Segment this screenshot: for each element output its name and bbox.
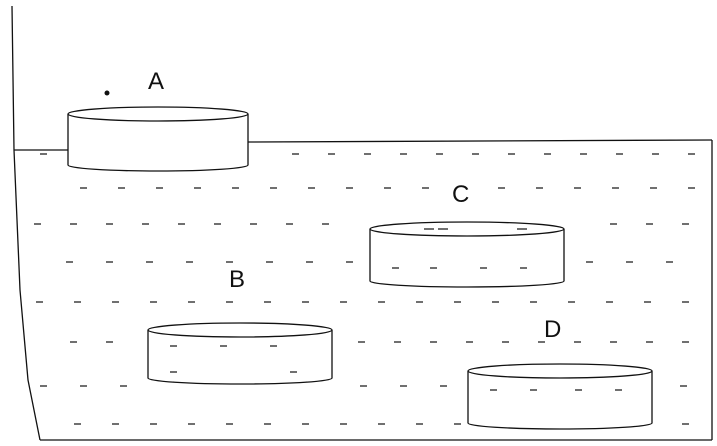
cylinder-c	[369, 221, 565, 288]
cylinder-d	[467, 363, 653, 430]
label-b: B	[229, 266, 245, 293]
cylinder-a	[67, 106, 249, 172]
container-wall-left	[11, 5, 41, 441]
ink-dot	[104, 90, 110, 96]
water-dashes	[34, 153, 695, 425]
label-d: D	[544, 316, 561, 343]
cylinder-b	[147, 322, 333, 385]
water-surface-right	[247, 139, 713, 143]
label-a: A	[148, 68, 164, 95]
label-c: C	[452, 181, 469, 208]
